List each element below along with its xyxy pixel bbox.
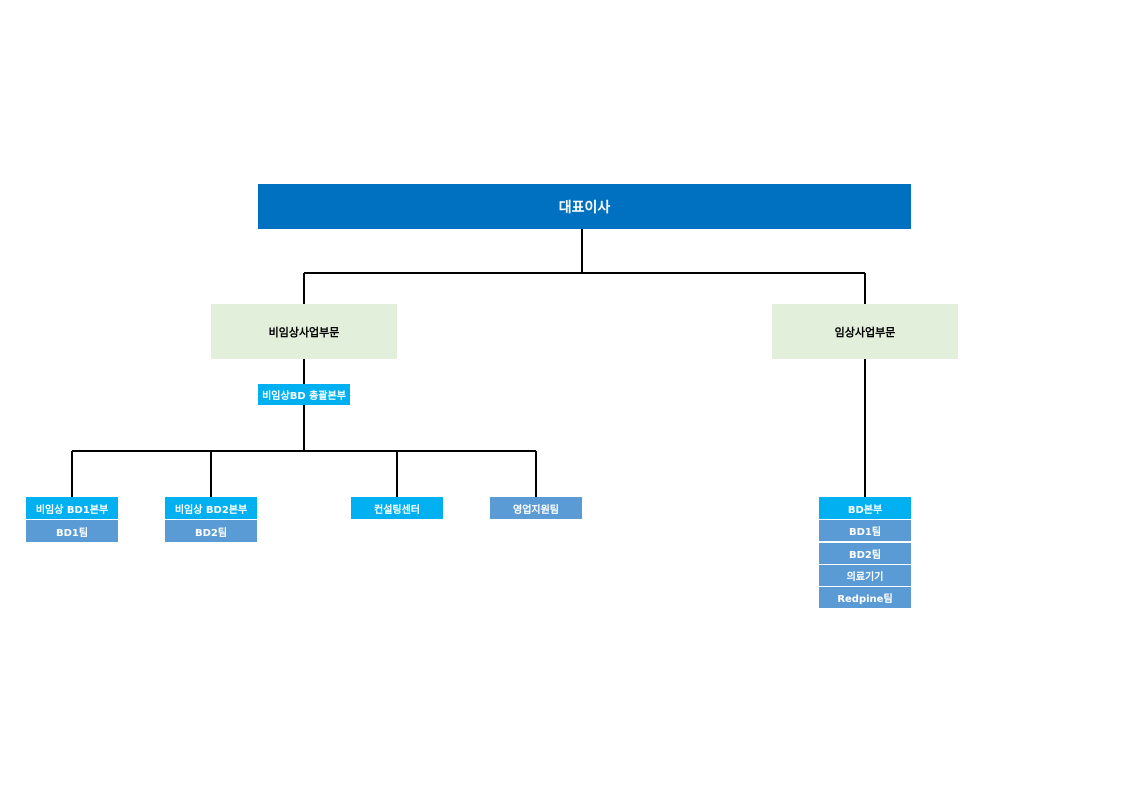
sales-support-team-box: 영업지원팀	[490, 497, 582, 519]
clinical-bd2-team-box: BD2팀	[819, 543, 911, 564]
bd2-team-box: BD2팀	[165, 520, 257, 542]
medical-device-team-box: 의료기기	[819, 565, 911, 586]
bd2-dept-box: 비임상 BD2본부	[165, 497, 257, 519]
non-clinical-bd-hq-box: 비임상BD 총괄본부	[258, 384, 350, 405]
clinical-bd-dept-box: BD본부	[819, 497, 911, 519]
consulting-center-box: 컨설팅센터	[351, 497, 443, 519]
bd1-team-box: BD1팀	[26, 520, 118, 542]
redpine-team-box: Redpine팀	[819, 587, 911, 608]
bd1-dept-box: 비임상 BD1본부	[26, 497, 118, 519]
ceo-box: 대표이사	[258, 184, 911, 229]
clinical-division-box: 임상사업부문	[772, 304, 958, 359]
clinical-bd1-team-box: BD1팀	[819, 520, 911, 541]
non-clinical-division-box: 비임상사업부문	[211, 304, 397, 359]
